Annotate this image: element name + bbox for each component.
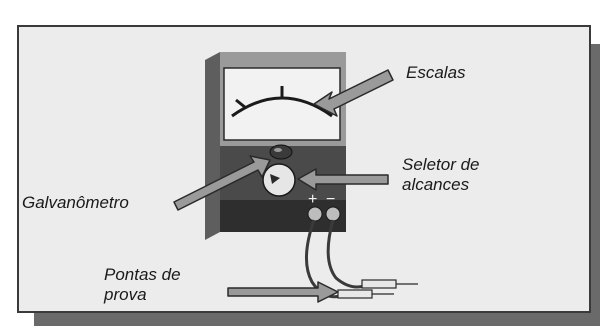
terminal-jack-icon (307, 206, 323, 222)
polarity-plus-sign: + (308, 191, 317, 208)
scales-label: Escalas (406, 63, 466, 82)
polarity-minus-sign: − (326, 191, 335, 208)
probes-label-line2: prova (104, 285, 147, 304)
probes-arrow (227, 281, 339, 303)
probes-label-line1: Pontas de (104, 265, 181, 284)
range-selector-label-line1: Seletor de (402, 155, 480, 174)
scales-arrow (313, 69, 394, 117)
galvanometer-label: Galvanômetro (22, 193, 129, 212)
galvanometer-knob-highlight (274, 148, 282, 152)
range-selector-dial-icon (262, 163, 296, 197)
galvanometer-knob-icon (269, 144, 293, 160)
range-selector-label-line2: alcances (402, 175, 470, 194)
multimeter-device: + − (205, 52, 346, 240)
device-lower-shade (220, 200, 346, 232)
probe-tip-lower (337, 289, 373, 299)
terminal-jack-icon (325, 206, 341, 222)
scale-tick-left (235, 98, 247, 110)
probe-tip-upper (361, 279, 397, 289)
range-selector-pointer (270, 174, 280, 184)
device-side (205, 52, 220, 240)
selector-arrow (297, 168, 389, 191)
galvanometer-arrow (173, 155, 271, 211)
probe-lead-black (326, 219, 365, 289)
scale-arc (231, 96, 333, 118)
